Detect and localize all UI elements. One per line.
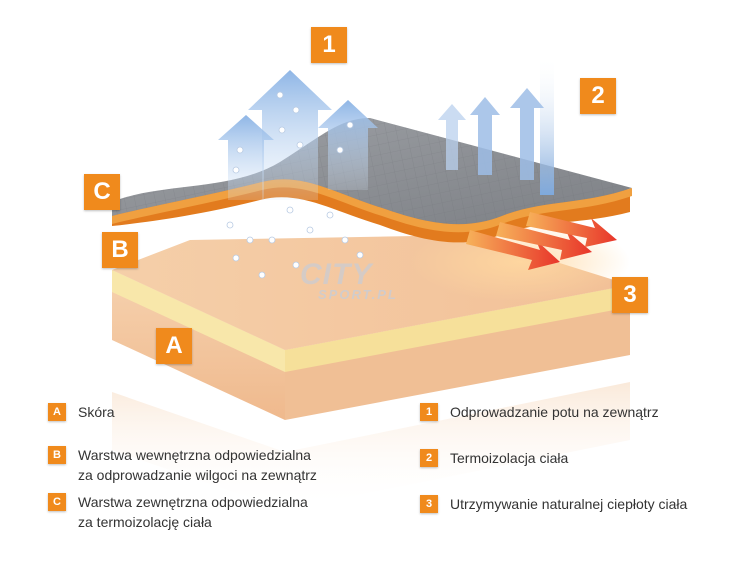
legend-item-b: B Warstwa wewnętrzna odpowiedzialna za o… — [48, 445, 317, 485]
legend-item-3: 3 Utrzymywanie naturalnej ciepłoty ciała — [420, 494, 687, 514]
legend-text-1: Odprowadzanie potu na zewnątrz — [450, 404, 659, 420]
legend-badge-c: C — [48, 493, 66, 511]
legend-badge-3: 3 — [420, 495, 438, 513]
legend-text-2: Termoizolacja ciała — [450, 450, 569, 466]
insulation-arrows — [438, 55, 554, 195]
fabric-texture — [112, 118, 632, 225]
legend-badge-a: A — [48, 403, 66, 421]
legend-text-a: Skóra — [78, 404, 115, 420]
watermark-logo: CITY — [300, 258, 373, 291]
sweat-arrow-right — [318, 100, 378, 190]
badge-3: 3 — [612, 277, 648, 313]
badge-1: 1 — [311, 27, 347, 63]
legend-item-2: 2 Termoizolacja ciała — [420, 448, 568, 468]
watermark-url: SPORT.PL — [318, 287, 398, 302]
badge-2: 2 — [580, 78, 616, 114]
block-reflection — [112, 382, 630, 510]
badge-b: B — [102, 232, 138, 268]
legend-item-1: 1 Odprowadzanie potu na zewnątrz — [420, 402, 659, 422]
legend-text-b: Warstwa wewnętrzna odpowiedzialna za odp… — [78, 447, 317, 483]
sweat-arrow-left — [218, 115, 274, 200]
badge-c: C — [84, 174, 120, 210]
legend-item-c: C Warstwa zewnętrzna odpowiedzialna za t… — [48, 492, 308, 532]
legend-badge-1: 1 — [420, 403, 438, 421]
fat-layer-right — [285, 285, 630, 372]
legend-badge-b: B — [48, 446, 66, 464]
badge-a: A — [156, 328, 192, 364]
legend-badge-2: 2 — [420, 449, 438, 467]
sweat-droplets — [226, 91, 364, 279]
fat-layer-left — [112, 270, 285, 372]
legend-text-3: Utrzymywanie naturalnej ciepłoty ciała — [450, 496, 688, 512]
heat-arrows — [466, 212, 617, 270]
sweat-arrow-large — [248, 70, 332, 200]
legend-item-a: A Skóra — [48, 402, 115, 422]
legend-text-c: Warstwa zewnętrzna odpowiedzialna za ter… — [78, 494, 308, 530]
